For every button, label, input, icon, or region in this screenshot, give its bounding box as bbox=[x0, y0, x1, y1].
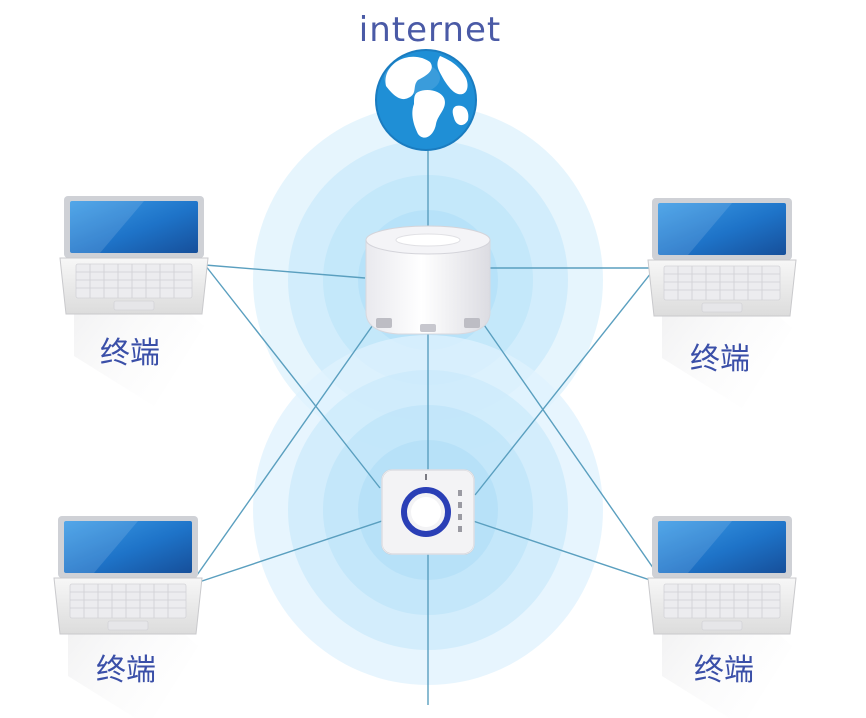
internet-label: internet bbox=[358, 10, 502, 50]
laptop-icon bbox=[59, 195, 209, 407]
terminal-label-top-right: 终端 bbox=[690, 342, 750, 377]
repeater-icon bbox=[381, 469, 475, 555]
terminal-label-top-left: 终端 bbox=[100, 336, 160, 371]
link-router-laptop-tl bbox=[204, 264, 366, 279]
link-router-laptop-bl bbox=[189, 321, 376, 586]
globe-icon bbox=[375, 49, 477, 151]
terminal-label-bottom-right: 终端 bbox=[694, 653, 754, 688]
terminal-label-bottom-left: 终端 bbox=[96, 653, 156, 688]
link-lines bbox=[189, 150, 666, 705]
link-laptop-tl-repeater bbox=[204, 264, 381, 489]
link-laptop-tr-repeater bbox=[474, 267, 656, 496]
link-repeater-laptop-br bbox=[469, 519, 666, 586]
router-icon bbox=[365, 225, 491, 335]
link-router-laptop-br bbox=[481, 321, 666, 586]
link-repeater-laptop-bl bbox=[189, 519, 386, 586]
laptop-top-left bbox=[59, 195, 209, 407]
